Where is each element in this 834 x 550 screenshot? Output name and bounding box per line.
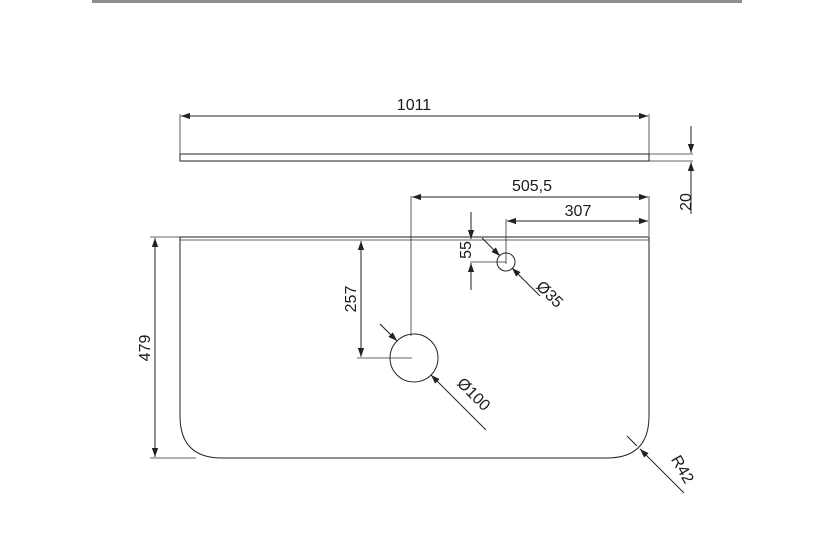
drain-hole — [389, 333, 439, 383]
tap-hole-diameter-label: Ø35 — [532, 278, 565, 311]
depth-dimension-label: 479 — [137, 335, 154, 362]
radius-leader-short — [626, 435, 638, 447]
width-dimension-label: 1011 — [397, 97, 432, 114]
tap-from-back-label: 55 — [458, 241, 475, 259]
tap-hole — [496, 252, 516, 272]
tap-hole-leader-in — [481, 237, 501, 257]
thickness-dimension-label: 20 — [678, 193, 695, 211]
drain-from-back-label: 257 — [343, 286, 360, 313]
drain-hole-leader-in — [379, 323, 398, 342]
top-view: 505,5 307 55 Ø35 479 257 Ø100 R42 — [137, 178, 697, 494]
countertop-outline — [179, 236, 650, 459]
side-view-slab — [179, 153, 650, 162]
drain-hole-diameter-label: Ø100 — [453, 375, 493, 415]
drain-hole-leader-out — [430, 374, 487, 431]
header-rule — [92, 0, 742, 3]
corner-radius-label: R42 — [667, 453, 696, 487]
side-view: 1011 20 — [179, 97, 695, 214]
radius-leader-arrow — [639, 448, 685, 494]
center-offset-label: 505,5 — [512, 178, 552, 195]
tap-offset-label: 307 — [565, 203, 592, 220]
tap-hole-leader-out — [511, 267, 541, 297]
